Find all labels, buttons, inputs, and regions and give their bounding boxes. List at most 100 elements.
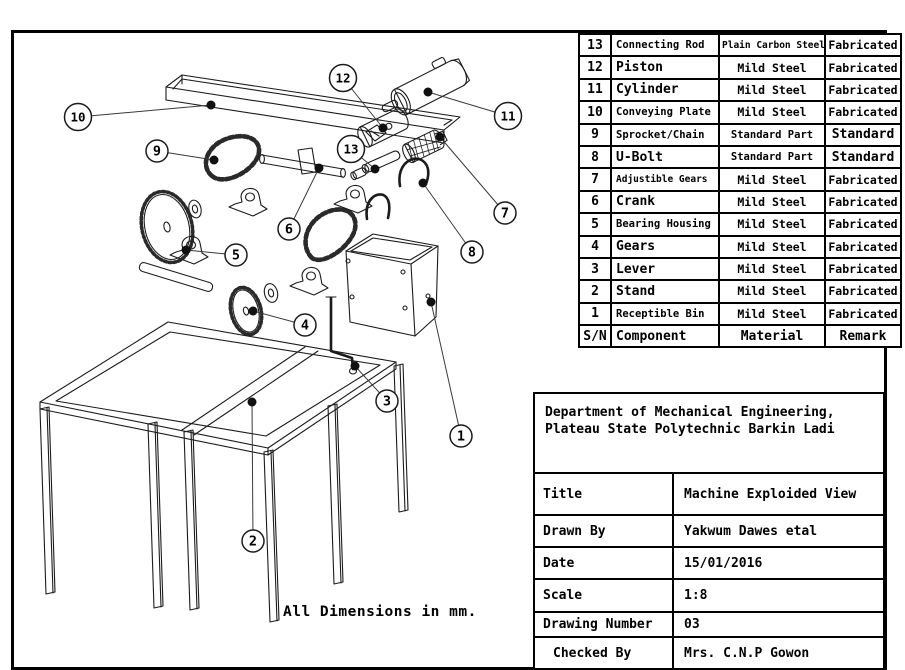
receptacle-bin-part (345, 233, 439, 337)
header-sn: S/N (578, 324, 612, 349)
cell-sn: 8 (578, 144, 612, 170)
cell-mat: Mild Steel (718, 279, 826, 304)
balloon-circle (63, 102, 93, 132)
cell-rem: Fabricated (824, 234, 902, 259)
cell-mat: Plain Carbon Steel (718, 32, 826, 58)
cell-comp: Bearing Housing (610, 212, 720, 237)
balloon-circle (449, 424, 473, 448)
cell-rem: Fabricated (824, 256, 902, 282)
leader-dot (350, 361, 360, 371)
sprocket-gear-part (139, 189, 195, 265)
cell-sn: 7 (578, 167, 612, 192)
leader-dot (181, 245, 191, 255)
balloon-number: 9 (153, 144, 161, 160)
leader-dot (209, 155, 219, 165)
cell-comp: Receptible Bin (610, 301, 720, 327)
cell-comp: U-Bolt (610, 144, 720, 170)
balloon-number: 13 (343, 142, 358, 157)
title-block-label: Date (535, 548, 674, 578)
balloon-3: 3 (350, 361, 399, 413)
title-block-label: Drawn By (535, 516, 674, 546)
leader-dot (370, 164, 380, 174)
balloon-4: 4 (248, 306, 317, 337)
leader-dot (423, 87, 433, 97)
cell-comp: Cylinder (610, 77, 720, 103)
header-mat: Material (718, 324, 826, 349)
cell-rem: Fabricated (824, 301, 902, 327)
stand-frame-part (39, 321, 409, 623)
leader-line (251, 401, 254, 542)
cell-mat: Mild Steel (718, 77, 826, 103)
cell-sn: 11 (578, 77, 612, 103)
title-block-row: Date 15/01/2016 (535, 548, 883, 580)
crank-part (259, 147, 346, 178)
header-rem: Remark (824, 324, 902, 349)
title-block-value: 15/01/2016 (684, 555, 763, 571)
cell-rem: Fabricated (824, 55, 902, 80)
leader-dot (314, 163, 324, 173)
balloon-2: 2 (241, 397, 265, 553)
cell-comp: Adjustible Gears (610, 167, 720, 192)
connecting-rod-part (361, 150, 401, 174)
balloon-1: 1 (426, 297, 473, 448)
balloon-7: 7 (435, 132, 517, 225)
balloon-circle (145, 139, 169, 163)
leader-dot (378, 123, 388, 133)
balloon-circle (336, 134, 366, 164)
title-block-label: Drawing Number (535, 613, 674, 636)
bearing-housing-parts (169, 184, 373, 296)
cell-comp: Gears (610, 234, 720, 259)
leader-line (430, 301, 462, 437)
leader-line (77, 104, 212, 118)
cell-sn: 3 (578, 256, 612, 282)
piston-bracket-part (365, 124, 387, 142)
rod-end-part (350, 167, 367, 181)
washer-2-part (263, 283, 279, 303)
cell-rem: Fabricated (824, 167, 902, 192)
cell-mat: Standard Part (718, 122, 826, 147)
balloon-circle (224, 243, 248, 267)
balloon-number: 5 (232, 248, 240, 264)
leader-dot (248, 306, 258, 316)
title-block-label: Checked By (535, 638, 674, 668)
cell-rem: Fabricated (824, 212, 902, 237)
chain-loop-2-part (303, 207, 358, 262)
leader-line (422, 182, 473, 253)
cell-rem: Fabricated (824, 279, 902, 304)
header-comp: Component (610, 324, 720, 349)
piston-pin-part (381, 99, 399, 113)
cell-sn: 6 (578, 189, 612, 215)
title-block: Department of Mechanical Engineering, Pl… (533, 392, 885, 670)
leader-dot (418, 178, 428, 188)
cell-rem: Fabricated (824, 32, 902, 58)
balloon-number: 11 (500, 109, 515, 124)
cell-rem: Fabricated (824, 189, 902, 215)
balloon-circle (328, 63, 358, 93)
cell-sn: 12 (578, 55, 612, 80)
balloon-5: 5 (181, 243, 248, 267)
cell-comp: Sprocket/Chain (610, 122, 720, 147)
cell-mat: Mild Steel (718, 55, 826, 80)
cell-comp: Piston (610, 55, 720, 80)
department-line1: Department of Mechanical Engineering, (545, 405, 835, 420)
balloon-11: 11 (423, 87, 523, 131)
balloon-number: 10 (70, 110, 85, 125)
cell-mat: Mild Steel (718, 189, 826, 215)
title-block-value: Mrs. C.N.P Gowon (684, 645, 810, 661)
balloon-9: 9 (145, 139, 219, 165)
balloon-circle (493, 101, 523, 131)
balloon-number: 7 (501, 206, 509, 222)
cell-comp: Connecting Rod (610, 32, 720, 58)
